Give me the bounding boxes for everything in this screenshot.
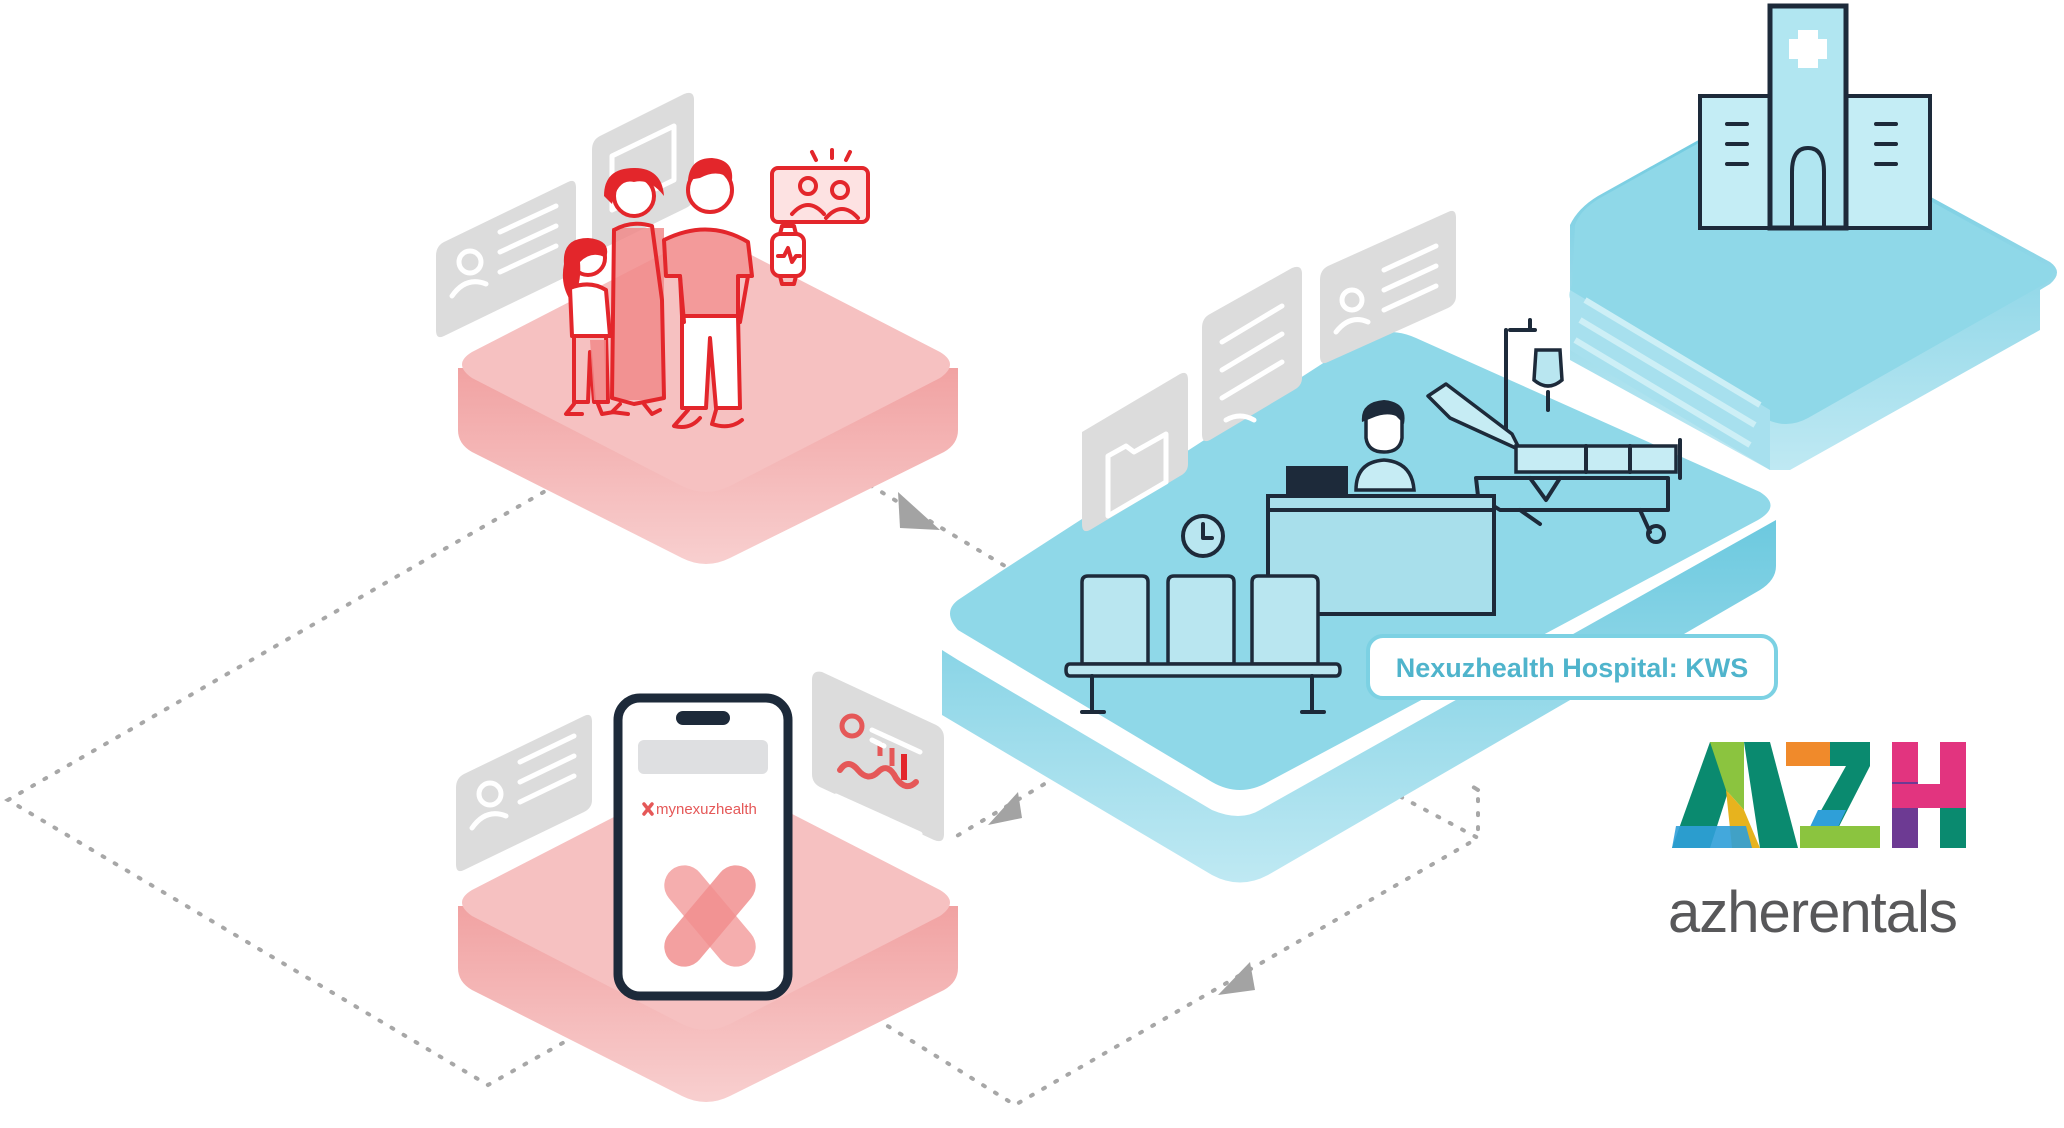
id-card-app [456, 714, 592, 872]
family-icon [562, 158, 754, 429]
doctor-icon [1354, 400, 1416, 492]
smartwatch-icon [770, 224, 806, 286]
flow-lines [4, 476, 1483, 1108]
phone-notch [676, 711, 730, 725]
folder-card [1082, 372, 1188, 532]
flow-arrow-to-app [988, 792, 1022, 825]
building-tower [1767, 3, 1849, 231]
waiting-chairs-icon [1064, 574, 1342, 714]
id-card-hospital [1320, 210, 1456, 364]
mother-figure [604, 168, 666, 416]
clock-icon [1181, 514, 1225, 558]
flow-arrow-back-to-hospital [1218, 962, 1255, 995]
hospital-label: Nexuzhealth Hospital: KWS [1366, 634, 1778, 700]
hospital-label-pill [1366, 634, 1778, 700]
dashboard-card-icon [833, 713, 923, 837]
flow-arrow-to-hospital [898, 492, 940, 530]
video-call-card [770, 148, 870, 224]
hospital-scene [1064, 318, 1682, 714]
folder-icon [1105, 431, 1169, 519]
document-card [1202, 266, 1302, 442]
hospital-label-text: Nexuzhealth Hospital: KWS [1396, 653, 1749, 683]
flow-line-app-to-hospital [876, 783, 1483, 1108]
child-figure [562, 238, 616, 416]
phone-header-bar [638, 740, 768, 774]
hospital-cross-icon [1789, 39, 1827, 59]
id-card-avatar-icon [1339, 287, 1365, 313]
document-icon [1219, 303, 1285, 423]
app-logo-icon [642, 802, 654, 816]
azh-logo: azherentals [1668, 742, 1966, 945]
id-card-family [436, 180, 576, 338]
hospital-bed-icon [1426, 382, 1682, 544]
family-cards [436, 92, 870, 338]
app-name: mynexuzhealth [656, 801, 757, 818]
azh-wordmark: azherentals [1668, 880, 1957, 945]
app-cards [456, 671, 944, 872]
app-splash-mark [664, 865, 756, 967]
smartphone-icon: mynexuzhealth [613, 693, 793, 1001]
iv-drip-icon [1504, 318, 1564, 442]
hospital-building-platform [1569, 3, 2057, 470]
dashboard-card [812, 671, 944, 842]
father-figure [662, 158, 754, 429]
azh-logo-letters [1672, 742, 1966, 848]
flow-line-family-to-hospital [856, 476, 1022, 577]
hospital-cards [1082, 210, 1456, 532]
flow-line-family-to-app [4, 476, 570, 1088]
hospital-building-icon [1698, 3, 1932, 231]
laptop-icon [1286, 466, 1348, 496]
